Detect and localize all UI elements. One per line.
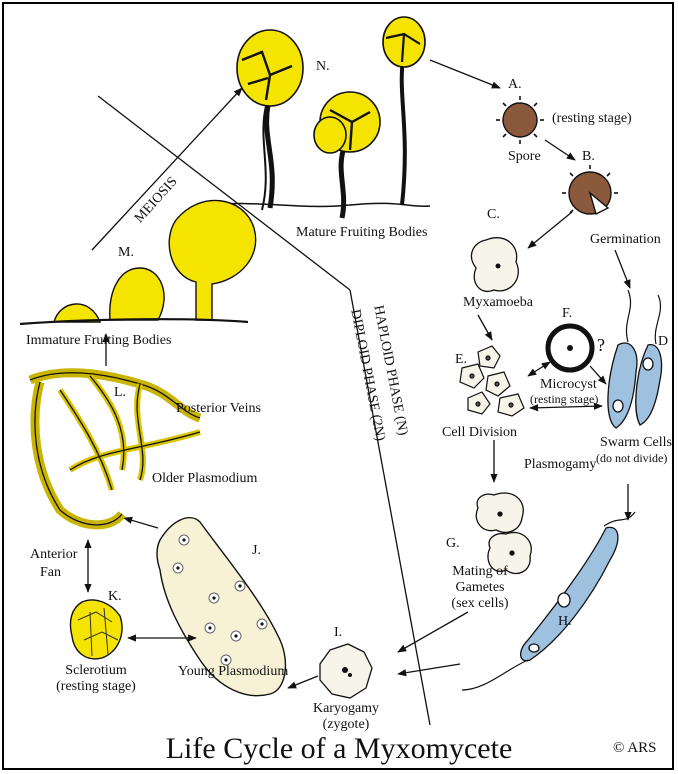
stage-L-veins: Posterior Veins — [176, 402, 261, 416]
stage-K-letter: K. — [108, 590, 122, 604]
mature-fruiting-bodies — [237, 17, 425, 218]
stage-B-letter: B. — [582, 150, 595, 164]
stage-A-note: (resting stage) — [552, 112, 632, 126]
stage-L-fan1: Anterior — [30, 548, 77, 562]
stage-J-name: Young Plasmodium — [178, 665, 288, 679]
stage-J-letter: J. — [252, 544, 261, 558]
cell-division-E — [460, 346, 524, 416]
stage-K-name: Sclerotium — [65, 664, 126, 678]
stage-D-note: (do not divide) — [596, 452, 667, 464]
stage-F-letter: F. — [562, 307, 572, 321]
stage-I-note: (zygote) — [323, 718, 370, 732]
stage-B-name: Germination — [590, 233, 661, 247]
spore-germinating-B — [562, 165, 618, 214]
sclerotium-K — [70, 600, 122, 659]
stage-G-letter: G. — [446, 537, 460, 551]
stage-D-name: Swarm Cells — [600, 436, 672, 450]
ground-line — [210, 203, 430, 206]
stage-G-extra: Plasmogamy — [524, 458, 596, 472]
stage-E-letter: E. — [455, 353, 467, 367]
stage-M-letter: M. — [118, 246, 134, 260]
stage-L-fan2: Fan — [40, 566, 61, 580]
stage-G-note: (sex cells) — [451, 597, 508, 611]
stage-L-name: Older Plasmodium — [152, 472, 257, 486]
stage-F-name: Microcyst — [540, 378, 597, 392]
stage-A-letter: A. — [508, 78, 522, 92]
stage-M-name: Immature Fruiting Bodies — [26, 334, 171, 348]
myxamoeba-C — [471, 238, 518, 292]
diagram-title: Life Cycle of a Myxomycete — [166, 732, 513, 766]
stage-G-name: Mating of — [452, 565, 508, 579]
stage-E-name: Cell Division — [442, 426, 517, 440]
stage-C-letter: C. — [487, 208, 500, 222]
stage-G-name2: Gametes — [456, 581, 505, 595]
stage-C-name: Myxamoeba — [463, 296, 533, 310]
stage-L-letter: L. — [114, 386, 126, 400]
stage-H-letter: H. — [558, 615, 572, 629]
stage-I-letter: I. — [334, 626, 342, 640]
stage-A-name: Spore — [508, 150, 541, 164]
stage-I-name: Karyogamy — [313, 702, 379, 716]
copyright: © ARS — [613, 740, 657, 757]
stage-N-letter: N. — [316, 60, 330, 74]
stage-K-note: (resting stage) — [56, 680, 136, 694]
plasmogamy-cells-H — [521, 527, 618, 660]
microcyst-F — [548, 326, 592, 370]
swarm-cells-D — [608, 343, 662, 428]
stage-F-question: ? — [597, 336, 605, 354]
spore-A — [496, 96, 544, 144]
stage-N-name: Mature Fruiting Bodies — [296, 226, 427, 240]
stage-D-letter: D — [658, 335, 668, 349]
gametes-G — [476, 493, 531, 574]
stage-F-note: (resting stage) — [530, 393, 598, 405]
